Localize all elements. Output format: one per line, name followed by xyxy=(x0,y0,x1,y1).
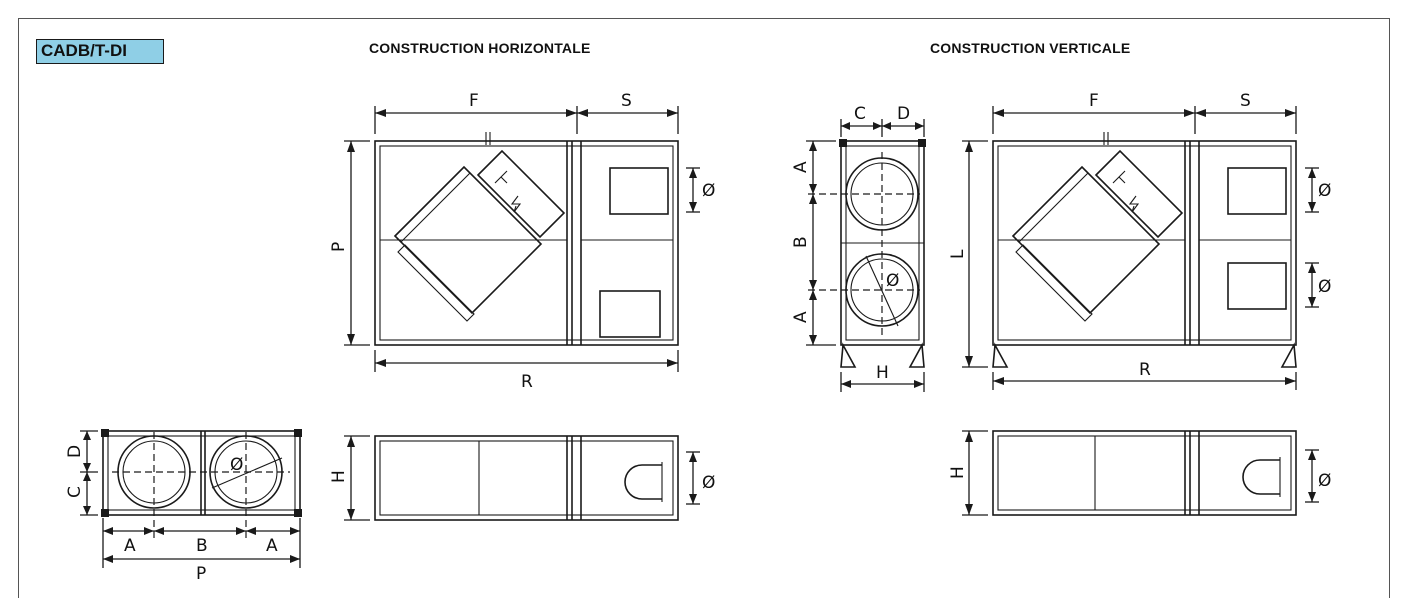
dimension-label-h: H xyxy=(876,363,889,383)
dimension-label-l: L xyxy=(948,249,968,259)
diameter-label: Ø xyxy=(702,181,715,201)
diameter-label: Ø xyxy=(702,473,715,493)
vertical-top-view: H Ø xyxy=(948,430,1331,516)
technical-drawing: Ø F S P R xyxy=(65,91,1331,584)
dimension-label-h: H xyxy=(329,470,349,483)
dimension-label-f: F xyxy=(1089,91,1099,111)
dimension-label-c: C xyxy=(854,104,866,124)
drawing-frame xyxy=(18,18,1390,598)
vertical-construction-title: CONSTRUCTION VERTICALE xyxy=(930,40,1131,56)
dimension-label-c: C xyxy=(65,486,85,498)
model-badge: CADB/T-DI xyxy=(36,39,164,64)
horizontal-side-view: Ø D C A B A P xyxy=(65,429,302,584)
horizontal-top-view: Ø F S P R xyxy=(329,91,715,392)
dimension-label-f: F xyxy=(469,91,479,111)
dimension-label-r: R xyxy=(1139,360,1151,380)
dimension-label-h: H xyxy=(948,466,968,479)
horizontal-construction-title: CONSTRUCTION HORIZONTALE xyxy=(369,40,591,56)
dimension-label-s: S xyxy=(621,91,632,111)
dimension-label-a: A xyxy=(791,311,811,323)
dimension-label-d: D xyxy=(897,104,910,124)
dimension-label-b: B xyxy=(791,236,811,248)
vertical-side-view: Ø C D A B A H xyxy=(791,104,926,392)
diameter-label: Ø xyxy=(230,455,243,475)
dimension-label-p: P xyxy=(196,564,206,584)
dimension-label-p: P xyxy=(329,242,349,252)
diameter-label: Ø xyxy=(886,271,899,291)
dimension-label-a: A xyxy=(791,161,811,173)
vertical-front-view: Ø Ø F S L R xyxy=(948,91,1331,390)
diameter-label: Ø xyxy=(1318,277,1331,297)
dimension-label-a: A xyxy=(124,536,136,556)
dimension-label-s: S xyxy=(1240,91,1251,111)
diameter-label: Ø xyxy=(1318,181,1331,201)
horizontal-front-view: H Ø xyxy=(329,435,715,521)
diameter-label: Ø xyxy=(1318,471,1331,491)
dimension-label-b: B xyxy=(196,536,208,556)
dimension-label-d: D xyxy=(65,445,85,458)
dimension-label-a: A xyxy=(266,536,278,556)
dimension-label-r: R xyxy=(521,372,533,392)
